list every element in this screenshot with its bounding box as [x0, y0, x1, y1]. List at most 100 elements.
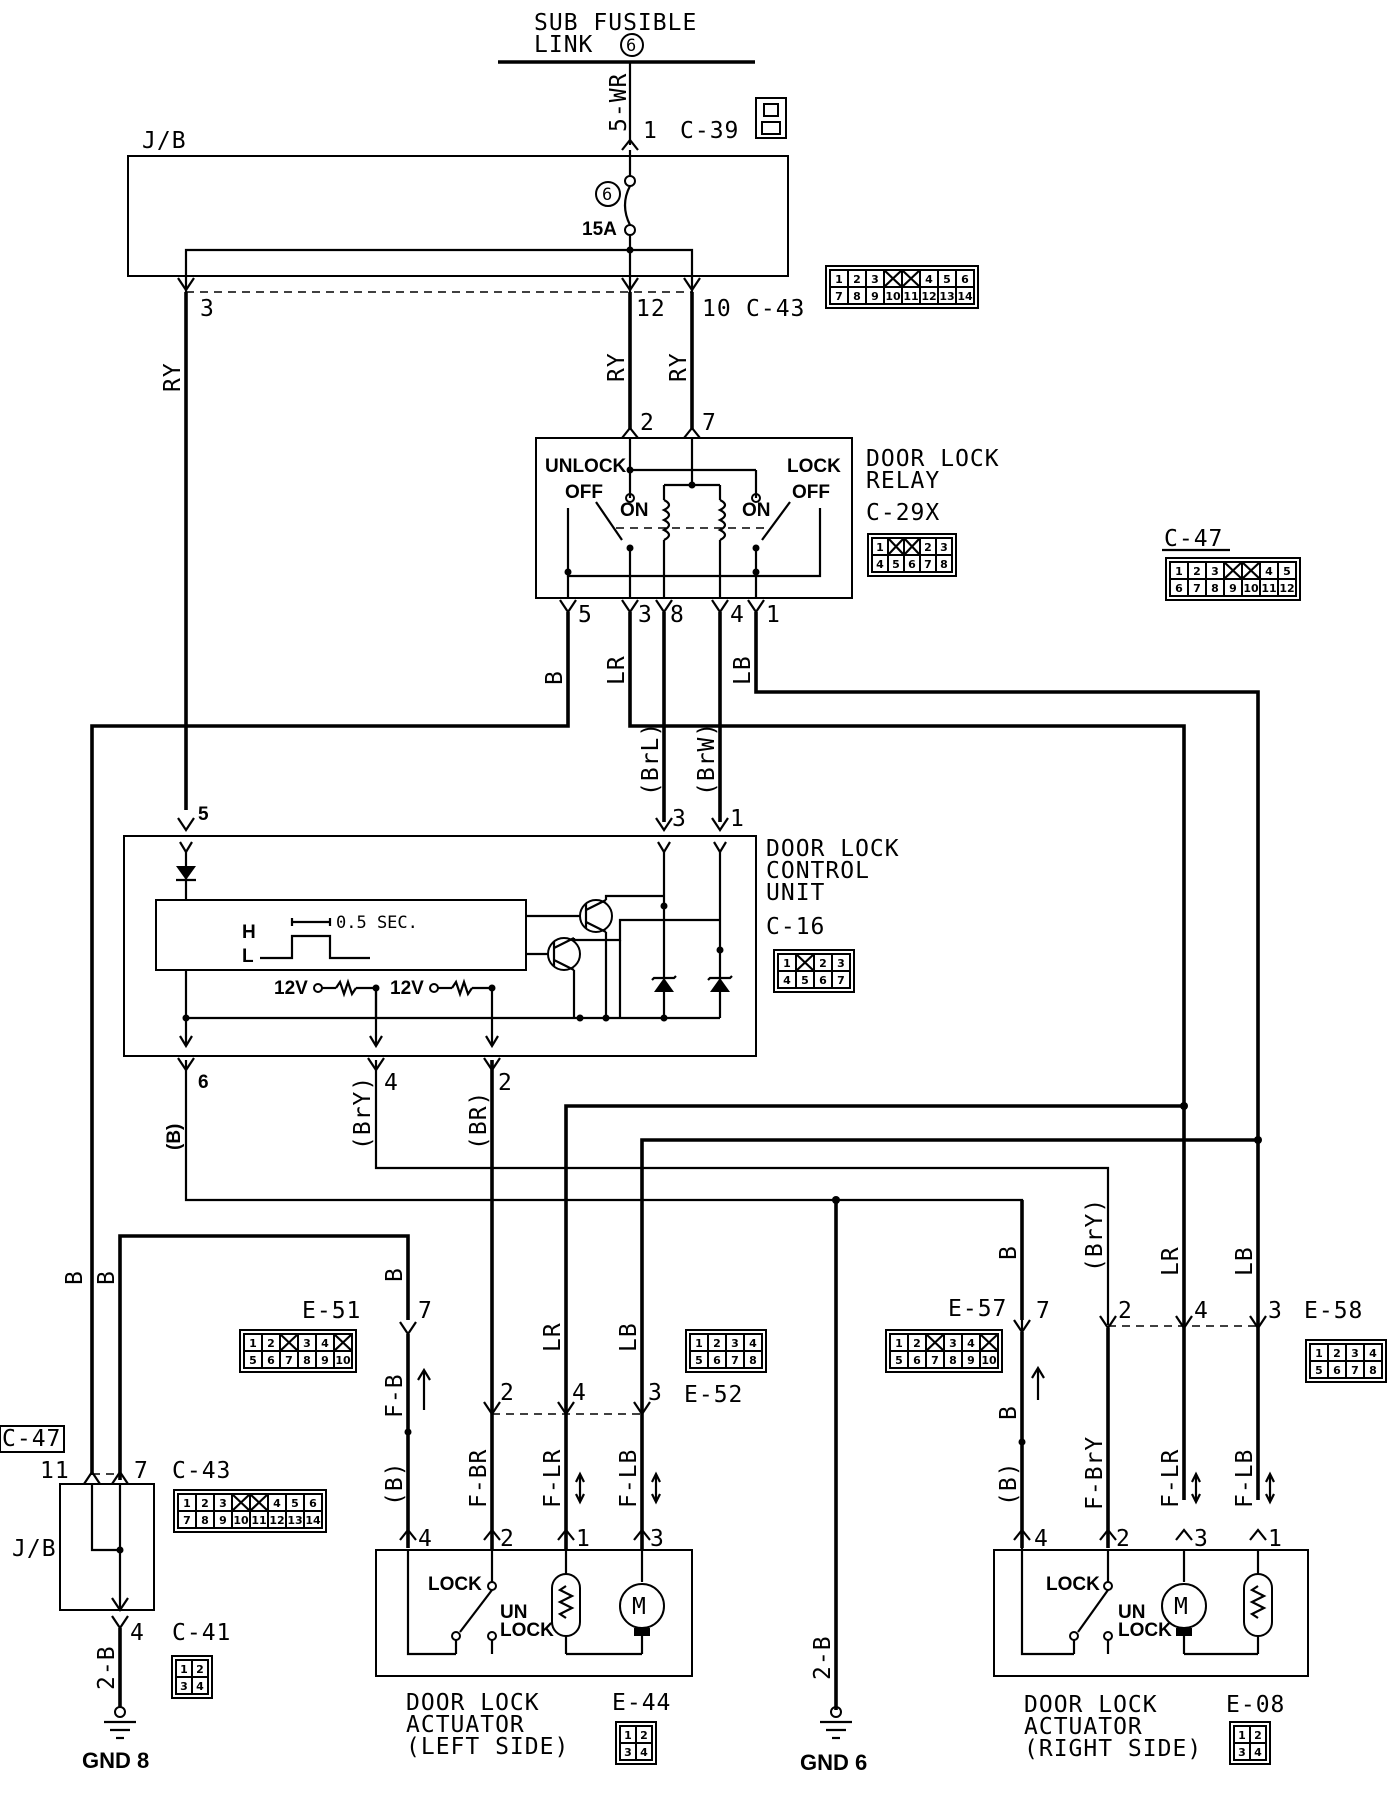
- connector-pin-number: 1: [180, 1663, 188, 1676]
- cu-title-3: UNIT: [766, 880, 825, 906]
- connector-pin-number: 8: [940, 558, 948, 571]
- pullup-12v-1: 12V: [274, 978, 308, 999]
- timer-pulse-label: 0.5 SEC.: [336, 913, 418, 933]
- wire-label-b-jb1: B: [62, 1270, 88, 1285]
- pin-e52-4: 4: [572, 1380, 587, 1406]
- relay-off-right: OFF: [792, 482, 830, 503]
- connector-pin-number: 2: [267, 1337, 275, 1350]
- pin-e58-3: 3: [1268, 1298, 1283, 1324]
- link-number: 6: [626, 36, 636, 56]
- connector-pin-number: 5: [943, 273, 951, 286]
- connector-pin-number: 7: [1351, 1364, 1359, 1377]
- pullup-12v-2: 12V: [390, 978, 424, 999]
- control-unit-box: [123, 835, 757, 1057]
- pin-relay-7: 7: [702, 410, 717, 436]
- connector-pin-number: 14: [957, 290, 973, 303]
- connector-pin-number: 3: [1211, 565, 1219, 578]
- connector-pin-number: 11: [251, 1514, 266, 1527]
- wire-label-flr-left: F-LR: [540, 1449, 566, 1508]
- connector-pin-number: 6: [1333, 1364, 1341, 1377]
- conn-c43-top: C-43: [746, 296, 805, 322]
- connector-pin-number: 8: [1369, 1364, 1377, 1377]
- connector-cell: [935, 554, 953, 573]
- connector-pin-number: 1: [1315, 1347, 1323, 1360]
- pin-cu-5: 5: [198, 804, 209, 825]
- conn-e57: E-57: [948, 1296, 1007, 1322]
- connector-blank-cell: [887, 537, 905, 556]
- conn-e58: E-58: [1304, 1298, 1363, 1324]
- connector-pin-number: 12: [269, 1514, 284, 1527]
- connector-pin-number: 6: [267, 1354, 275, 1367]
- wire-b-relay: [90, 612, 570, 1475]
- connector-pin-number: 1: [249, 1337, 257, 1350]
- zener-2: [710, 978, 730, 992]
- wire-label-b-e57-lower: B: [996, 1405, 1022, 1420]
- act-r-lock: LOCK: [1046, 1574, 1100, 1595]
- jb-bottom-label: J/B: [12, 1536, 57, 1562]
- connector-pin-number: 10: [981, 1354, 997, 1367]
- connector-pin-number: 4: [749, 1337, 757, 1350]
- bidirectional-arrow-r1: [1191, 1471, 1201, 1505]
- act-r-unlock: LOCK: [1118, 1620, 1172, 1641]
- act-r-motor-label: M: [1174, 1594, 1189, 1620]
- connector-pin-number: 7: [285, 1354, 293, 1367]
- transistor-1: [579, 899, 613, 933]
- connector-pin-number: 3: [303, 1337, 311, 1350]
- pin-act-r-4: 4: [1034, 1526, 1049, 1552]
- fuse-element: [623, 185, 631, 226]
- wire-label-b-jb2: B: [94, 1270, 120, 1285]
- pin-e52-3: 3: [648, 1380, 663, 1406]
- wire-label-2b-gnd6: 2-B: [810, 1635, 836, 1680]
- pin-cu-1: 1: [730, 806, 745, 832]
- connector-frame: [885, 1329, 1003, 1373]
- connector-cell: [743, 1350, 763, 1369]
- conn-c43-bottom: C-43: [172, 1458, 231, 1484]
- label-gnd6: GND 6: [800, 1750, 867, 1775]
- connector-cell: [303, 1510, 323, 1529]
- connector-blank-cell: [249, 1493, 269, 1512]
- ground-symbol-gnd6: [820, 1706, 852, 1740]
- pin-relay-8: 8: [670, 602, 685, 628]
- pin-jb-11: 11: [40, 1458, 70, 1484]
- connector-pin-number: 8: [949, 1354, 957, 1367]
- wire-label-ry-mid: RY: [604, 352, 630, 382]
- link-number-circle: [620, 33, 644, 57]
- connector-pin-number: 4: [1369, 1347, 1377, 1360]
- connector-pin-number: 12: [1279, 582, 1294, 595]
- conn-c39: C-39: [680, 118, 739, 144]
- conn-e52: E-52: [684, 1382, 743, 1408]
- act-r-title-3: (RIGHT SIDE): [1024, 1736, 1202, 1762]
- connector-pin-number: 8: [303, 1354, 311, 1367]
- label-gnd8: GND 8: [82, 1748, 149, 1773]
- connector-pin-number: 5: [801, 974, 809, 987]
- connector-cell: [333, 1350, 353, 1369]
- pin-c43-3: 3: [200, 296, 215, 322]
- act-l-title-2: ACTUATOR: [406, 1712, 525, 1738]
- wire-label-b-e51: B: [382, 1267, 408, 1282]
- fuse-number-circle: [595, 181, 621, 207]
- wire-lb-relay: [754, 612, 1260, 1500]
- wire-label-ry-right: RY: [666, 352, 692, 382]
- bidirectional-arrow-l1: [575, 1471, 585, 1505]
- connector-pin-number: 13: [287, 1514, 302, 1527]
- wire-label-b-paren-l: (B): [382, 1461, 408, 1506]
- connector-pin-number: 3: [219, 1497, 227, 1510]
- act-l-motor-label: M: [632, 1594, 647, 1620]
- connector-cell: [979, 1350, 999, 1369]
- conn-c29x: C-29X: [866, 500, 940, 526]
- connector-frame: [171, 1655, 213, 1699]
- wire-lr-left: [564, 1104, 1184, 1550]
- wire-label-2b-gnd8: 2-B: [94, 1645, 120, 1690]
- connector-pin-number: 2: [1333, 1347, 1341, 1360]
- fuse-number: 6: [602, 185, 612, 205]
- connector-pin-number: 3: [180, 1680, 188, 1693]
- connector-cell: [635, 1742, 653, 1761]
- connector-pin-number: 4: [783, 974, 791, 987]
- relay-title-2: RELAY: [866, 468, 940, 494]
- connector-pin-number: 5: [695, 1354, 703, 1367]
